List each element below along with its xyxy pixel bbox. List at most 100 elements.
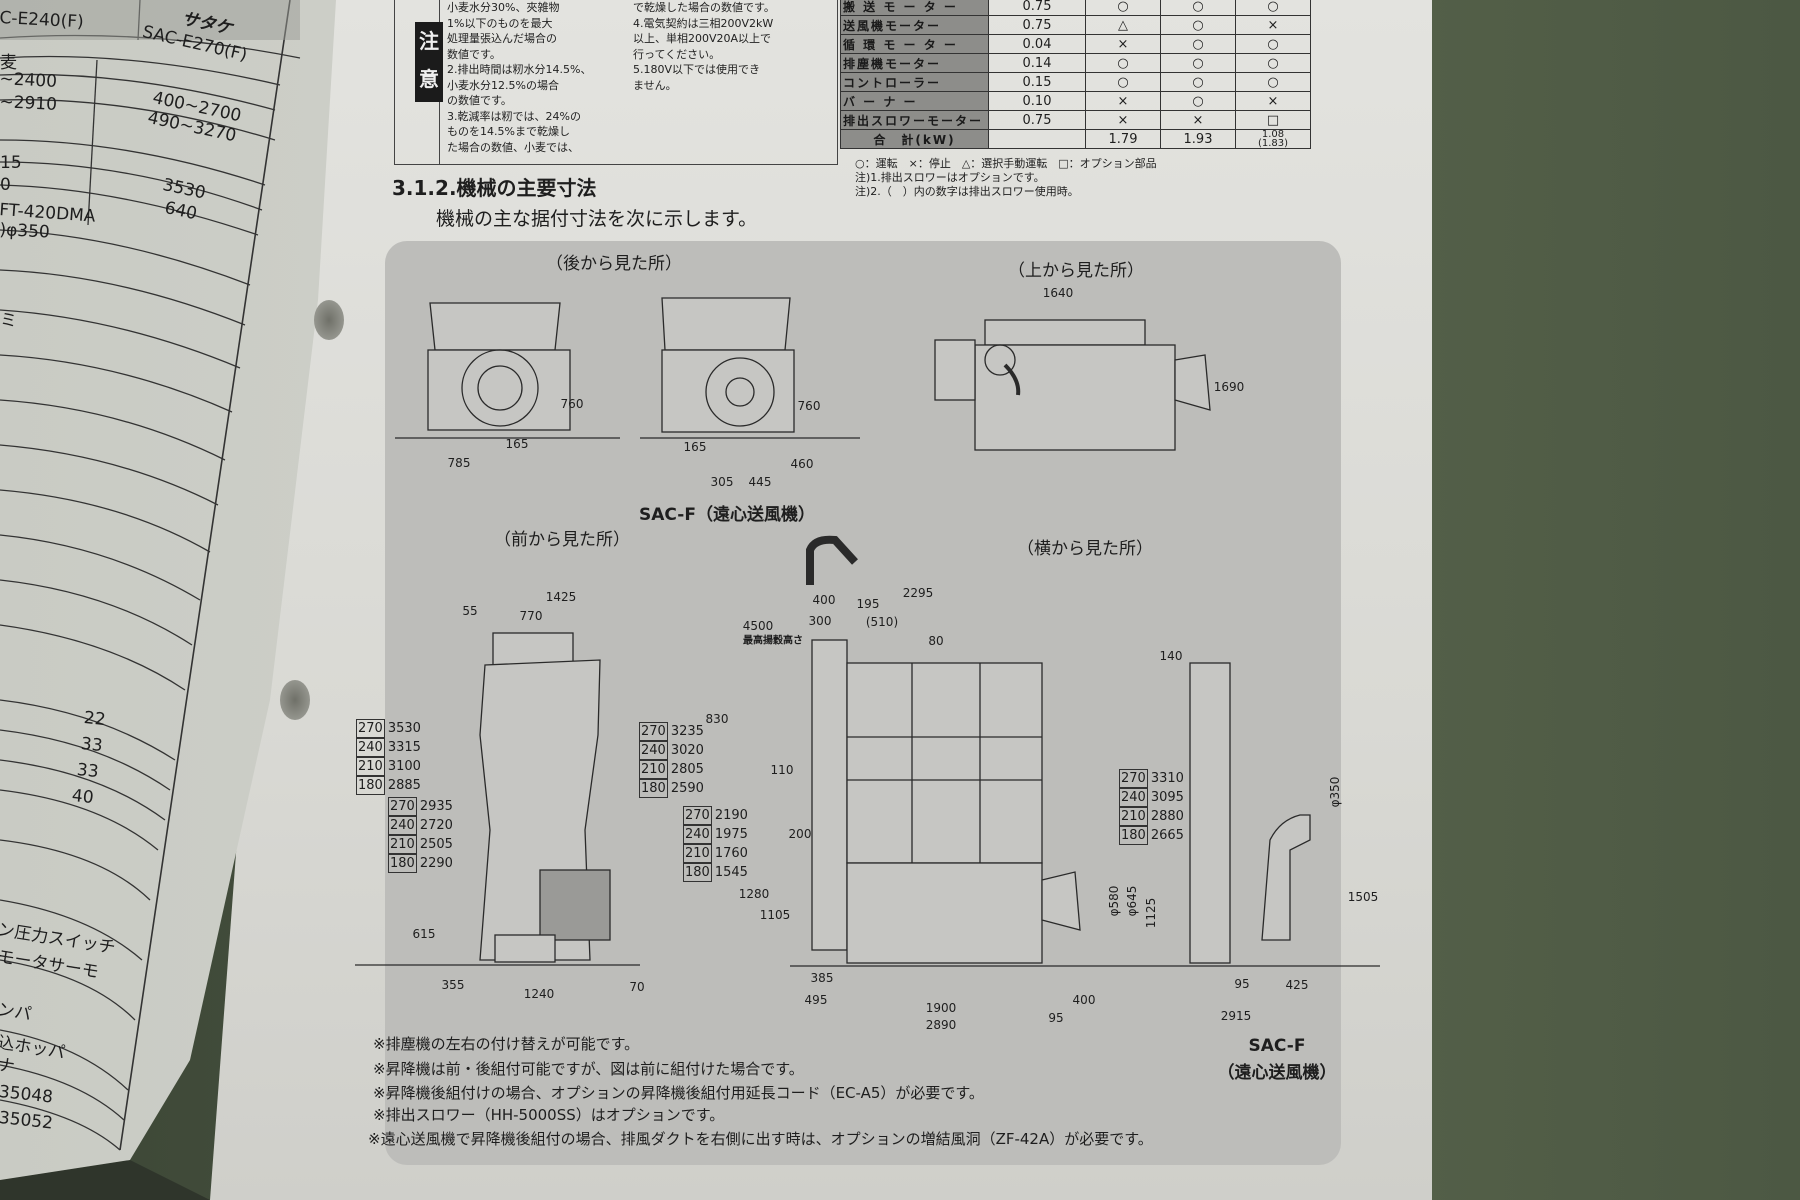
capacity-model: 210 [388,835,417,854]
height-value: 1975 [714,827,748,842]
dim-label: φ580 [1107,885,1121,917]
left-cell: 0 [0,175,11,195]
dim-label: 2890 [925,1018,957,1032]
height-value: 2590 [670,781,704,796]
dim-label: 140 [1159,649,1183,663]
note-line: 2.排出時間は籾水分14.5%、 [447,63,592,76]
table-total-row: 合 計(kW) 1.79 1.93 1.08(1.83) [840,129,1311,149]
view-title-side: （横から見た所） [1017,539,1153,559]
capacity-model: 210 [639,760,668,779]
dim-label: 1125 [1144,897,1158,929]
capacity-model: 180 [639,779,668,798]
note-line: た場合の数値、小麦では、 [447,140,579,154]
capacity-model: 270 [356,719,385,738]
height-value: 3095 [1150,790,1184,805]
height-value: 2805 [670,762,704,777]
note-line: の数値です。 [447,94,512,107]
caution-char: 意 [419,67,439,91]
capacity-model: 270 [388,797,417,816]
left-cell: 15 [0,153,22,173]
dim-label: 165 [505,437,529,451]
note-line: 行ってください。 [633,47,721,61]
total-value-alt: (1.83) [1257,138,1289,149]
capacity-model: 210 [683,844,712,863]
dim-label: 460 [790,457,814,471]
note-line: ものを14.5%まで乾燥し [447,125,570,138]
dim-label: 760 [797,399,821,413]
legend-line: 注)2.（ ）内の数字は排出スロワー使用時。 [855,185,1079,198]
capacity-model: 210 [356,757,385,776]
table-legend: ○：運転 ×：停止 △：選択手動運転 □：オプション部品 注)1.排出スロワーは… [855,157,1157,199]
dim-label: 445 [748,475,772,489]
footnote: ※排出スロワー（HH-5000SS）はオプションです。 [373,1106,725,1124]
capacity-model: 240 [1119,788,1148,807]
component-label: 循 環 モ ー タ ー [840,34,989,54]
dim-label: 495 [804,993,828,1007]
dim-label: 110 [770,763,794,777]
section-subtitle: 機械の主な据付寸法を次に示します。 [436,208,758,230]
capacity-model: 240 [388,816,417,835]
note-line: 3.乾減率は籾では、24%の [447,109,581,123]
total-label: 合 計(kW) [840,129,989,149]
footnote: ※排塵機の左右の付け替えが可能です。 [373,1035,640,1053]
capacity-model: 240 [639,741,668,760]
dim-label: 1640 [1042,286,1074,300]
rear-view-fan-drawing [640,297,860,439]
height-value: 2665 [1150,828,1184,843]
view-title-rear: （後から見た所） [546,254,682,274]
height-value: 3020 [670,743,704,758]
dim-label: 4500 [742,619,774,633]
caution-notes-box: 注 意 小麦水分30%、夾雑物 1%以下のものを最大 処理量張込んだ場合の 数値… [394,0,838,165]
dim-label: 55 [462,604,478,618]
dim-label: 70 [629,980,645,994]
note-line: 小麦水分12.5%の場合 [447,78,559,92]
left-cell: ミ [0,311,17,331]
dim-label: φ350 [1328,776,1342,808]
dim-label: 80 [928,634,944,648]
top-view-drawing [934,319,1211,451]
left-cell: 麦 [0,53,17,73]
section-heading: 3.1.2.機械の主要寸法 [392,176,597,200]
capacity-model: 270 [639,722,668,741]
dim-label: 1690 [1213,380,1245,394]
height-value: 1545 [714,865,748,880]
dim-label: 1900 [925,1001,957,1015]
capacity-model: 210 [1119,807,1148,826]
view-title-front: （前から見た所） [494,530,630,550]
dim-label: 165 [683,440,707,454]
binder-hole [314,300,344,340]
rear-view-drawing [395,302,620,439]
dim-label: 830 [705,712,729,726]
side-view-drawing [790,535,1380,967]
sac-f-sublabel-bottom: （遠心送風機） [1217,1063,1337,1083]
dim-label: φ645 [1125,885,1139,917]
dim-label: 615 [412,927,436,941]
dim-label: 1105 [759,908,791,922]
height-value: 2290 [419,856,453,871]
total-value: 1.93 [1160,129,1236,149]
dim-label: 200 [788,827,812,841]
dim-label: 2295 [902,586,934,600]
note-line: 以上、単相200V20A以上で [633,32,772,45]
total-value-main: 1.08 [1261,129,1285,140]
capacity-model: 270 [683,806,712,825]
dim-label: 385 [810,971,834,985]
capacity-model: 240 [683,825,712,844]
capacity-model: 180 [683,863,712,882]
height-value: 2880 [1150,809,1184,824]
